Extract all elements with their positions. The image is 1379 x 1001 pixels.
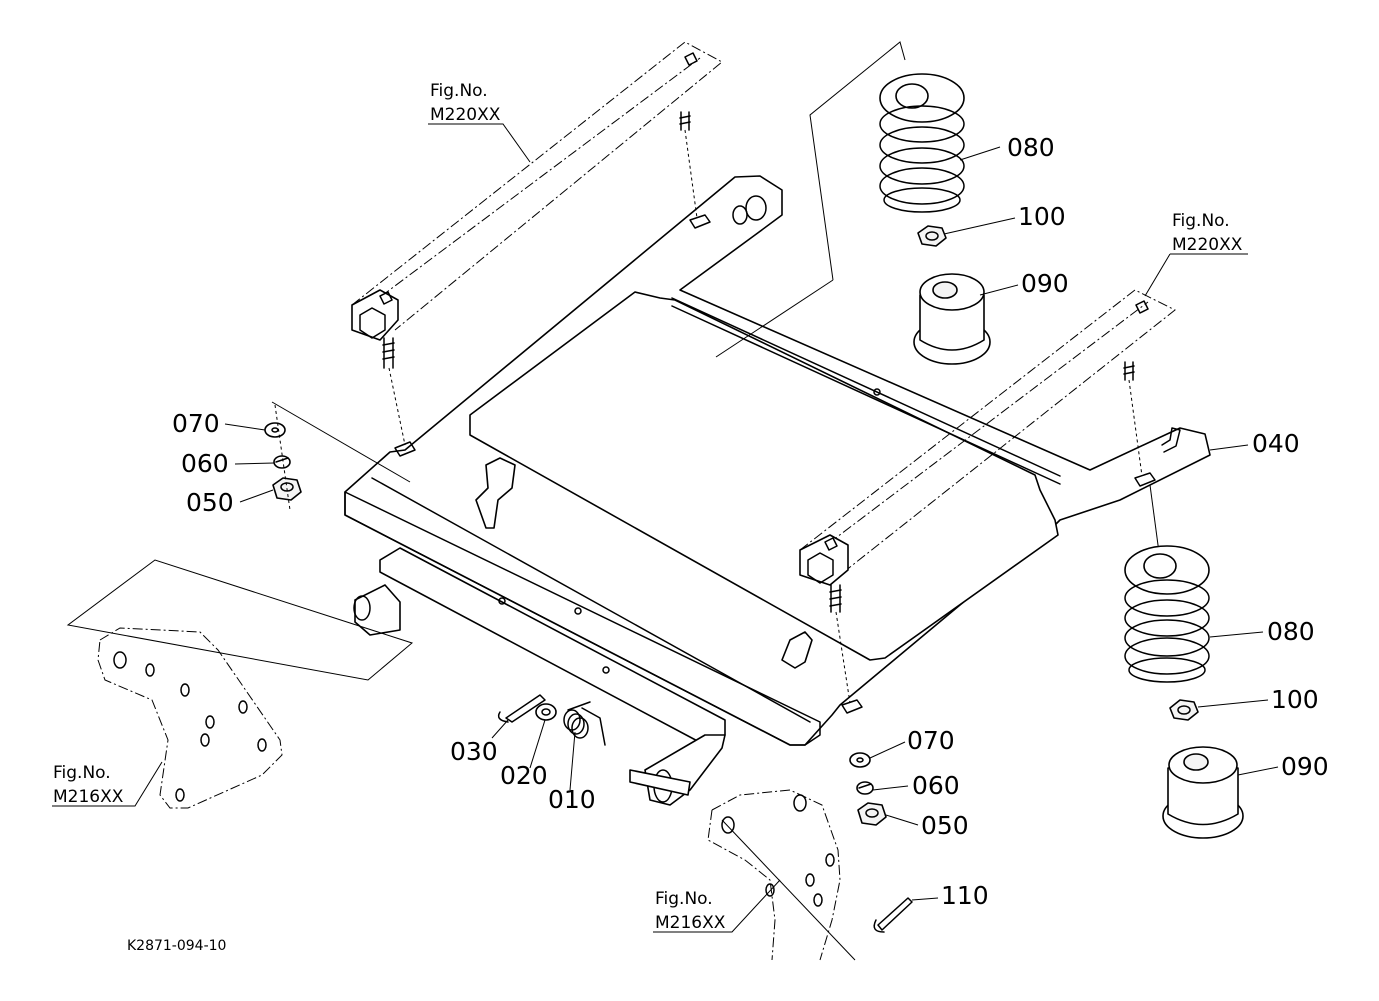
- callout-030: 030: [450, 737, 498, 766]
- figref-rail-left-line1: Fig.No.: [430, 81, 488, 101]
- spring-080-top: [879, 73, 965, 213]
- figref-bracket-bottom-line2: M216XX: [655, 913, 726, 933]
- nut-100-top: [917, 225, 947, 247]
- callout-090-top: 090: [1021, 269, 1069, 298]
- nut-100-bottom: [1169, 699, 1199, 721]
- bumper-090-top: [913, 273, 991, 365]
- figref-bracket-bottom-line1: Fig.No.: [655, 889, 713, 909]
- callout-040: 040: [1252, 429, 1300, 458]
- callout-060-right: 060: [912, 771, 960, 800]
- figref-rail-right-line1: Fig.No.: [1172, 211, 1230, 231]
- pin-110: [873, 897, 913, 933]
- drawing-code: K2871-094-10: [127, 938, 226, 954]
- hardware-right: [849, 752, 887, 826]
- hardware-left: [264, 404, 302, 511]
- callout-leaders: [52, 123, 1279, 933]
- callout-080-bottom: 080: [1267, 617, 1315, 646]
- callout-070-left: 070: [172, 409, 220, 438]
- guide-lines: [66, 41, 1161, 961]
- callout-010: 010: [548, 785, 596, 814]
- torsion-spring-010: [563, 701, 606, 746]
- figref-bracket-left-line2: M216XX: [53, 787, 124, 807]
- figref-rail-left-line2: M220XX: [430, 105, 501, 125]
- spring-080-bottom: [1124, 545, 1210, 683]
- figref-bracket-left-line1: Fig.No.: [53, 763, 111, 783]
- callout-100-bottom: 100: [1271, 685, 1319, 714]
- callout-080-top: 080: [1007, 133, 1055, 162]
- bumper-090-bottom: [1162, 746, 1244, 839]
- callout-060-left: 060: [181, 449, 229, 478]
- bracket-left: [97, 627, 283, 809]
- washer-020: [535, 703, 557, 721]
- callout-020: 020: [500, 761, 548, 790]
- figref-rail-right-line2: M220XX: [1172, 235, 1243, 255]
- bracket-bottom: [707, 789, 841, 961]
- callout-090-bottom: 090: [1281, 752, 1329, 781]
- callout-110: 110: [941, 881, 989, 910]
- callout-050-left: 050: [186, 488, 234, 517]
- callout-100-top: 100: [1018, 202, 1066, 231]
- callout-050-right: 050: [921, 811, 969, 840]
- left-rail: [351, 41, 723, 446]
- right-rail: [799, 289, 1176, 704]
- seat-frame-040: [344, 175, 1211, 806]
- callout-070-right: 070: [907, 726, 955, 755]
